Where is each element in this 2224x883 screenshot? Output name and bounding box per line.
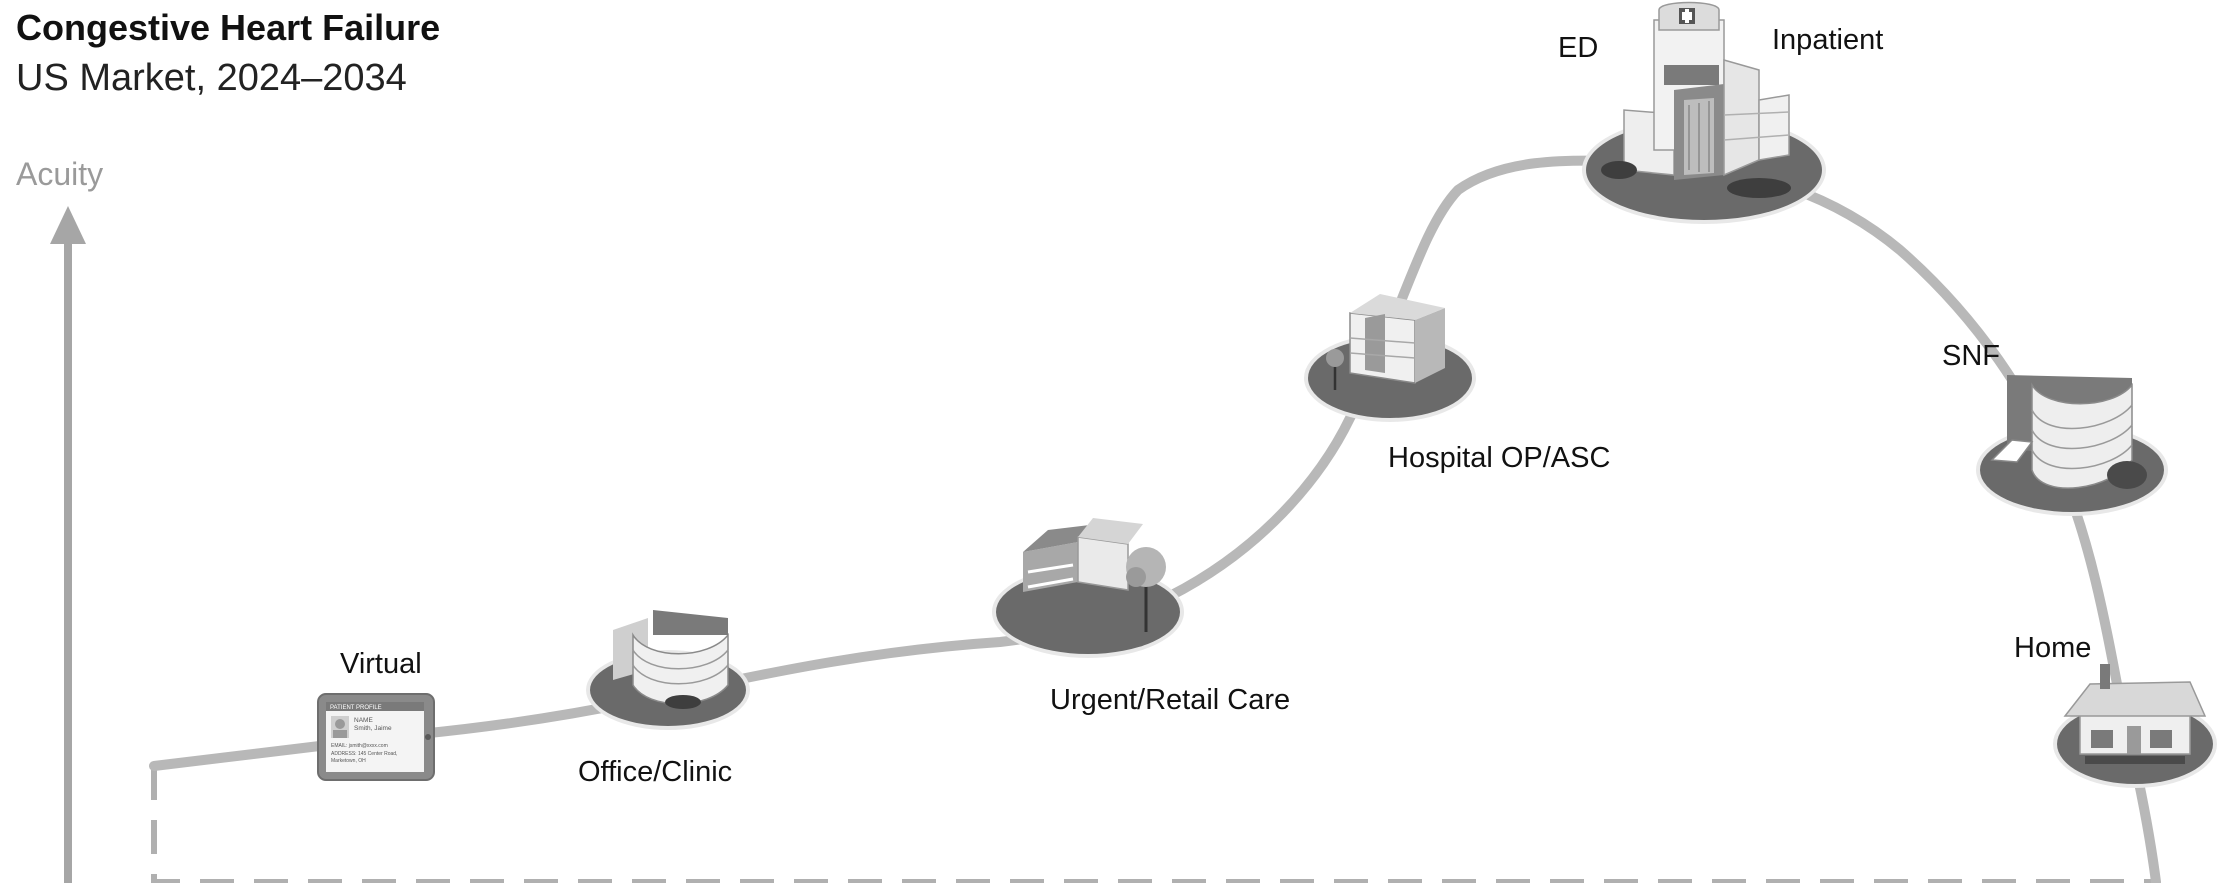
acuity-curve [149, 155, 2161, 883]
site-label-ed: ED [1558, 32, 1599, 64]
site-label-snf: SNF [1942, 340, 2000, 372]
acuity-axis [50, 206, 86, 883]
site-label-office-clinic: Office/Clinic [578, 756, 733, 788]
tablet-patient-profile-icon: PATIENT PROFILE NAME Smith, Jaime EMAIL:… [317, 693, 435, 781]
site-label-home: Home [2014, 632, 2092, 664]
site-label-virtual: Virtual [340, 648, 422, 680]
site-label-inpatient: Inpatient [1772, 24, 1884, 56]
tablet-name-value: Smith, Jaime [354, 725, 392, 732]
tablet-city: Marketown, OH [331, 758, 366, 764]
site-label-hospital-op-asc: Hospital OP/ASC [1388, 442, 1611, 474]
house-icon [2053, 664, 2217, 788]
tablet-name-label: NAME [354, 717, 373, 724]
diagram-title: Congestive Heart Failure [16, 7, 441, 48]
urgent-care-building-icon [992, 518, 1184, 658]
tablet-email: EMAIL: jsmith@xxxx.com [331, 743, 388, 749]
hospital-building-icon [1582, 1, 1826, 224]
nursing-facility-icon [1976, 375, 2168, 516]
outpatient-building-icon [1304, 294, 1476, 422]
tablet-header: PATIENT PROFILE [330, 705, 382, 711]
clinic-building-icon [586, 610, 750, 730]
site-label-urgent-retail-care: Urgent/Retail Care [1050, 684, 1291, 716]
dashed-baseline [151, 766, 2158, 883]
tablet-address: ADDRESS: 145 Center Road, [331, 751, 397, 757]
y-axis-label: Acuity [16, 156, 104, 192]
diagram-subtitle: US Market, 2024–2034 [16, 57, 407, 99]
